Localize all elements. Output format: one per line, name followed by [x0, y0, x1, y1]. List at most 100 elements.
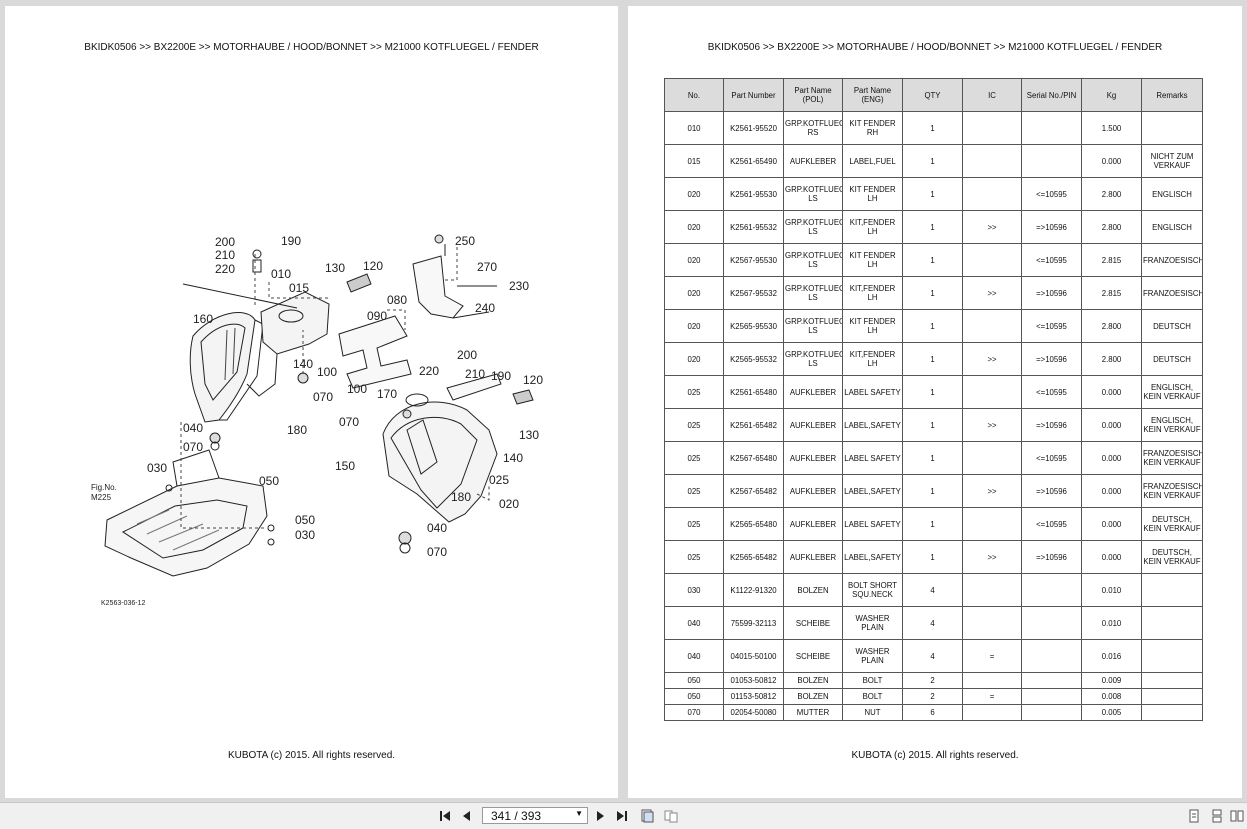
callout-120: 120: [363, 259, 383, 273]
callout-050: 050: [259, 474, 279, 488]
fig-no-label: Fig.No.: [91, 483, 117, 492]
cell-part-name-pol: AUFKLEBER: [783, 507, 843, 541]
cell-qty: 1: [902, 111, 963, 145]
callout-230: 230: [509, 279, 529, 293]
cell-qty: 4: [902, 639, 963, 673]
cell-part-name-eng: KIT FENDER LH: [842, 177, 903, 211]
callout-130b: 130: [519, 428, 539, 442]
cell-serial: [1021, 573, 1082, 607]
cell-no: 015: [664, 144, 724, 178]
cell-qty: 1: [902, 177, 963, 211]
single-page-view-icon[interactable]: [640, 809, 654, 823]
cell-remarks: ENGLISCH, KEIN VERKAUF: [1141, 375, 1203, 409]
cell-ic: >>: [962, 276, 1022, 310]
cell-no: 025: [664, 375, 724, 409]
cell-no: 020: [664, 243, 724, 277]
cell-part-number: K2565-65480: [723, 507, 784, 541]
cell-serial: <=10595: [1021, 309, 1082, 343]
callout-270: 270: [477, 260, 497, 274]
cell-no: 010: [664, 111, 724, 145]
cell-no: 025: [664, 507, 724, 541]
cell-kg: 2.800: [1081, 177, 1142, 211]
cell-qty: 1: [902, 507, 963, 541]
last-page-icon[interactable]: [615, 809, 629, 823]
cell-part-name-eng: BOLT SHORT SQU.NECK: [842, 573, 903, 607]
cell-serial: [1021, 144, 1082, 178]
cell-part-number: K1122-91320: [723, 573, 784, 607]
left-page-breadcrumb: BKIDK0506 >> BX2200E >> MOTORHAUBE / HOO…: [84, 42, 539, 53]
next-page-icon[interactable]: [593, 809, 607, 823]
col-header-part-name-pol: Part Name (POL): [783, 78, 843, 112]
cell-remarks: [1141, 639, 1203, 673]
cell-ic: [962, 441, 1022, 475]
cell-remarks: [1141, 672, 1203, 689]
callout-180b: 180: [451, 490, 471, 504]
page-number-select[interactable]: 341 / 393 ▼: [482, 807, 588, 824]
cell-part-name-eng: WASHER PLAIN: [842, 639, 903, 673]
cell-remarks: DEUTSCH, KEIN VERKAUF: [1141, 540, 1203, 574]
cell-qty: 1: [902, 408, 963, 442]
cell-no: 050: [664, 688, 724, 705]
cell-no: 050: [664, 672, 724, 689]
two-page-view-icon[interactable]: [664, 809, 678, 823]
cell-part-name-pol: SCHEIBE: [783, 606, 843, 640]
callout-100b: 100: [347, 382, 367, 396]
first-page-icon[interactable]: [438, 809, 452, 823]
cell-part-name-pol: GRP.KOTFLUEGEL LS: [783, 177, 843, 211]
cell-part-number: 75599-32113: [723, 606, 784, 640]
cell-part-name-pol: AUFKLEBER: [783, 144, 843, 178]
cell-kg: 0.000: [1081, 441, 1142, 475]
cell-kg: 2.800: [1081, 309, 1142, 343]
cell-kg: 1.500: [1081, 111, 1142, 145]
cell-ic: [962, 243, 1022, 277]
cell-part-number: K2561-65490: [723, 144, 784, 178]
cell-no: 020: [664, 309, 724, 343]
cell-no: 020: [664, 276, 724, 310]
cell-no: 020: [664, 177, 724, 211]
cell-serial: [1021, 672, 1082, 689]
cell-remarks: NICHT ZUM VERKAUF: [1141, 144, 1203, 178]
cell-remarks: DEUTSCH: [1141, 309, 1203, 343]
cell-kg: 2.800: [1081, 210, 1142, 244]
cell-remarks: FRANZOESISCH, KEIN VERKAUF: [1141, 441, 1203, 475]
cell-ic: >>: [962, 210, 1022, 244]
table-header-row: No. Part Number Part Name (POL) Part Nam…: [664, 78, 1203, 112]
cell-serial: <=10595: [1021, 243, 1082, 277]
cell-ic: =: [962, 688, 1022, 705]
cell-part-name-pol: AUFKLEBER: [783, 408, 843, 442]
cell-qty: 1: [902, 342, 963, 376]
cell-no: 020: [664, 342, 724, 376]
cell-serial: <=10595: [1021, 177, 1082, 211]
cell-kg: 0.005: [1081, 704, 1142, 721]
cell-part-name-eng: KIT,FENDER LH: [842, 276, 903, 310]
cell-ic: [962, 309, 1022, 343]
cell-ic: [962, 177, 1022, 211]
cell-part-number: K2561-65480: [723, 375, 784, 409]
prev-page-icon[interactable]: [460, 809, 474, 823]
callout-240: 240: [475, 301, 495, 315]
view-mode-3-icon[interactable]: [1230, 809, 1244, 823]
callout-200b: 200: [457, 348, 477, 362]
cell-kg: 0.000: [1081, 375, 1142, 409]
cell-part-number: 02054-50080: [723, 704, 784, 721]
cell-ic: [962, 704, 1022, 721]
right-page-breadcrumb: BKIDK0506 >> BX2200E >> MOTORHAUBE / HOO…: [707, 42, 1163, 53]
cell-kg: 2.800: [1081, 342, 1142, 376]
cell-remarks: DEUTSCH, KEIN VERKAUF: [1141, 507, 1203, 541]
view-mode-1-icon[interactable]: [1187, 809, 1201, 823]
cell-part-number: K2565-95532: [723, 342, 784, 376]
left-page-footer: KUBOTA (c) 2015. All rights reserved.: [227, 750, 396, 761]
view-mode-2-icon[interactable]: [1210, 809, 1224, 823]
cell-part-name-eng: KIT FENDER LH: [842, 309, 903, 343]
cell-part-name-eng: WASHER PLAIN: [842, 606, 903, 640]
callout-090: 090: [367, 309, 387, 323]
cell-part-name-pol: BOLZEN: [783, 573, 843, 607]
callout-220b: 220: [419, 364, 439, 378]
